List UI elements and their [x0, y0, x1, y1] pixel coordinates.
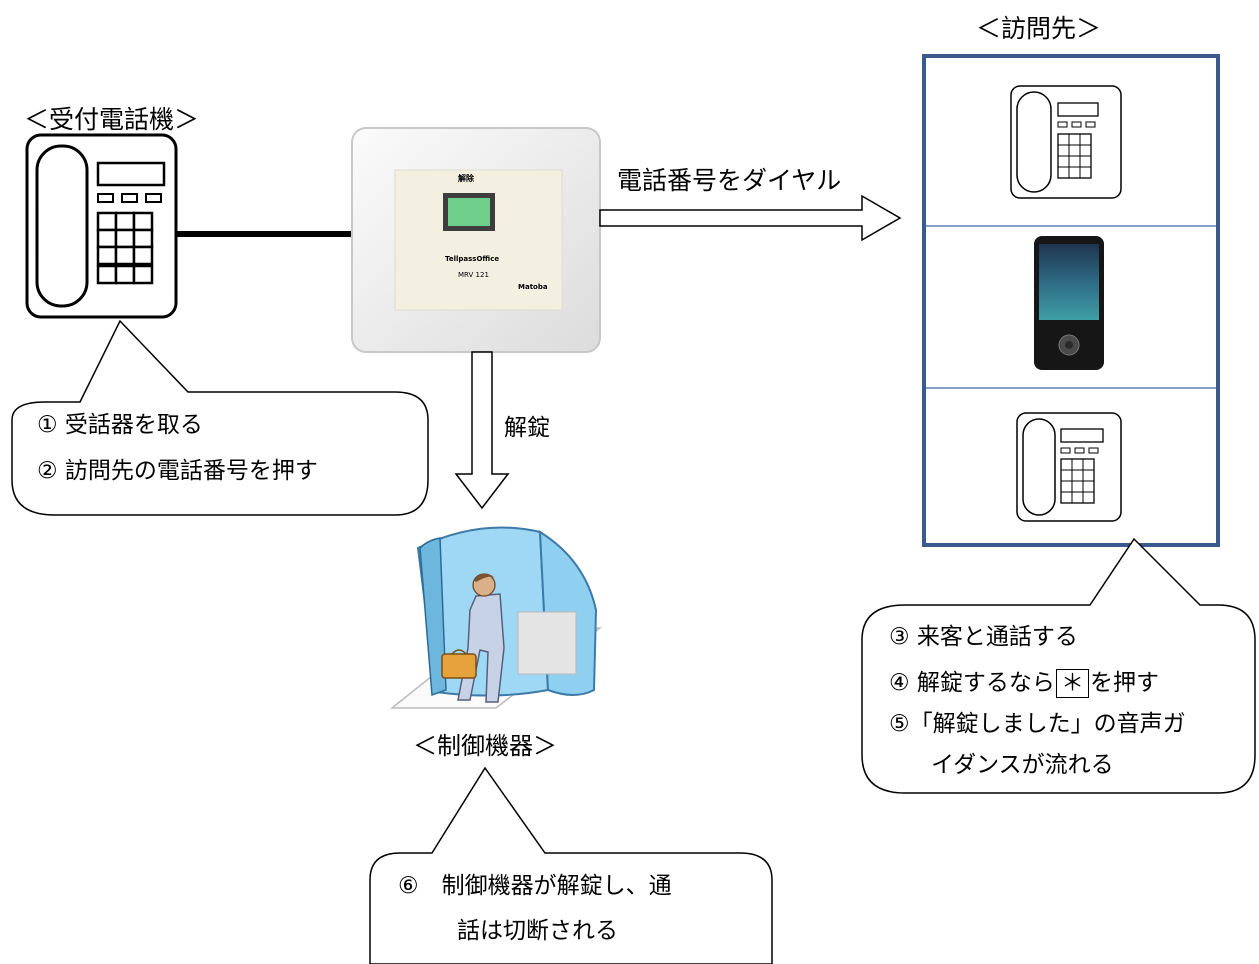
destination-step-4-pre: ④ 解錠するなら: [889, 670, 1055, 696]
control-device-label: ＜制御機器＞: [413, 732, 557, 760]
device-brand: TellpassOffice: [445, 255, 500, 263]
control-step-6: ⑥ 制御機器が解錠し、通: [398, 873, 672, 899]
destination-callout: [861, 537, 1256, 794]
dial-arrow-label: 電話番号をダイヤル: [617, 166, 842, 195]
revolving-door-illustration: [389, 526, 603, 709]
reception-step-2: ② 訪問先の電話番号を押す: [37, 458, 318, 484]
destination-step-5: ⑤「解錠しました」の音声ガ: [889, 711, 1186, 737]
unlock-arrow-label: 解錠: [504, 415, 550, 441]
reception-callout: [11, 319, 429, 516]
control-step-6-cont: 話は切断される: [457, 918, 618, 944]
reception-phone-icon: [25, 133, 178, 319]
control-callout: [369, 766, 773, 964]
asterisk-key: ＊: [1055, 669, 1089, 698]
desk-phone-icon: [1010, 85, 1122, 199]
smartphone-icon: [1034, 236, 1104, 370]
destination-step-4: ④ 解錠するなら＊を押す: [889, 669, 1159, 698]
unlock-arrow: [454, 351, 510, 510]
destination-step-4-post: を押す: [1089, 670, 1159, 696]
desk-phone-icon: [1016, 412, 1122, 522]
device-model: MRV 121: [458, 271, 489, 279]
dial-arrow: [599, 194, 902, 242]
destination-step-5-cont: イダンスが流れる: [931, 752, 1114, 778]
reception-phone-label: ＜受付電話機＞: [24, 105, 200, 134]
device-maker: Matoba: [518, 283, 548, 291]
control-unit-device: [351, 127, 601, 353]
destination-label: ＜訪問先＞: [976, 14, 1102, 43]
destination-step-3: ③ 来客と通話する: [889, 624, 1078, 650]
reception-step-1: ① 受話器を取る: [37, 412, 203, 438]
device-top-label: 解除: [458, 174, 474, 183]
